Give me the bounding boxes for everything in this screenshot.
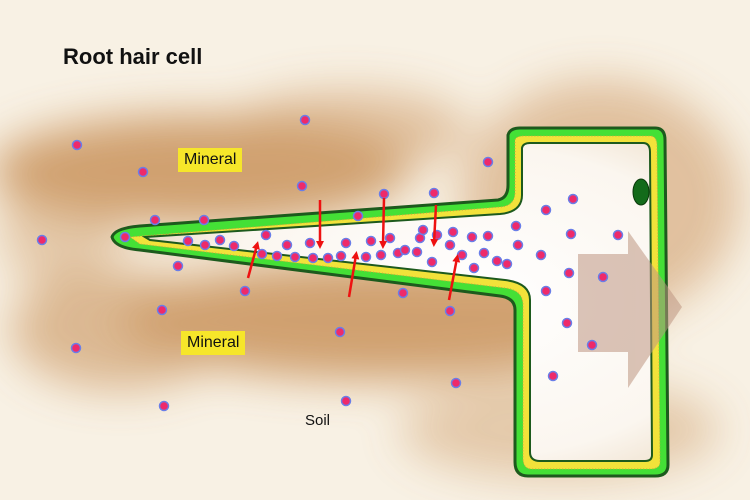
mineral-particle [491,255,503,267]
uptake-arrow [447,254,461,301]
mineral-particle [335,250,347,262]
mineral-particle [417,224,429,236]
mineral-particle [307,252,319,264]
mineral-particle [137,166,149,178]
mineral-particle [296,180,308,192]
mineral-particle [172,260,184,272]
mineral-particle [597,271,609,283]
mineral-particle [565,228,577,240]
mineral-particle [271,250,283,262]
mineral-particle [384,232,396,244]
mineral-particle [428,187,440,199]
cytoplasm [141,142,654,462]
soil-label: Soil [305,412,331,429]
mineral-particle [340,395,352,407]
mineral-particle [149,214,161,226]
uptake-arrow [379,197,388,249]
mineral-particle [36,234,48,246]
uptake-arrow [430,204,439,247]
mineral-particle [214,234,226,246]
uptake-arrows [246,197,461,301]
mineral-particle [426,256,438,268]
mineral-particle [228,240,240,252]
mineral-particle [411,246,423,258]
mineral-particle [256,248,268,260]
mineral-particle [540,204,552,216]
mineral-particle [281,239,293,251]
mineral-particle [540,285,552,297]
mineral-particle [468,262,480,274]
mineral-particle [444,305,456,317]
mineral-particle [158,400,170,412]
diagram-title: Root hair cell [63,44,203,69]
mineral-particle [299,114,311,126]
mineral-particle [182,235,194,247]
mineral-particle [375,249,387,261]
uptake-arrow [347,251,360,298]
mineral-particle [70,342,82,354]
mineral-particle [482,156,494,168]
mineral-particle [360,251,372,263]
mineral-particle [378,188,390,200]
mineral-particle [535,249,547,261]
mineral-particle [399,244,411,256]
mineral-particle [612,229,624,241]
mineral-particle [199,239,211,251]
mineral-particle [510,220,522,232]
mineral-particle [447,226,459,238]
mineral-particle [365,235,377,247]
mineral-particle [322,252,334,264]
mineral-particle [561,317,573,329]
mineral-particle [340,237,352,249]
mineral-label-bottom: Mineral [181,331,246,355]
mineral-particle [444,239,456,251]
mineral-particle [547,370,559,382]
nucleus [632,178,650,206]
mineral-particle [260,229,272,241]
mineral-particle [119,231,131,243]
mineral-label-top: Mineral [178,148,243,172]
mineral-particle [482,230,494,242]
mineral-particle [156,304,168,316]
mineral-particle [450,377,462,389]
mineral-particle [586,339,598,351]
mineral-particle [567,193,579,205]
mineral-particle [71,139,83,151]
mineral-particle [289,251,301,263]
mineral-particle [239,285,251,297]
uptake-arrow [246,241,260,279]
direction-arrow [578,231,682,388]
mineral-particle [478,247,490,259]
mineral-particles [36,114,624,412]
mineral-particle [304,237,316,249]
mineral-particle [334,326,346,338]
mineral-particle [466,231,478,243]
mineral-particle [198,214,210,226]
mineral-particle [352,210,364,222]
mineral-particle [501,258,513,270]
mineral-particle [512,239,524,251]
mineral-particle [563,267,575,279]
mineral-particle [456,249,468,261]
mineral-particle [397,287,409,299]
